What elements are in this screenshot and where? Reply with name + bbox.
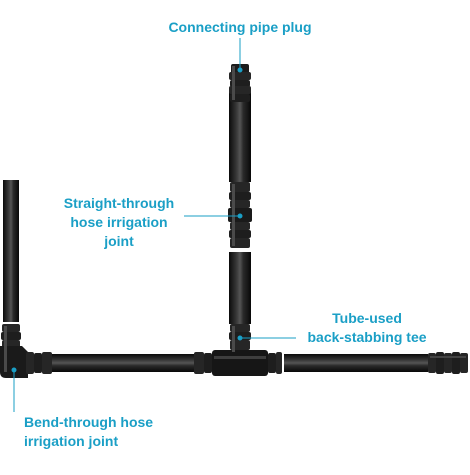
tee-label: Tube-used back-stabbing tee bbox=[296, 309, 438, 347]
straight-joint-label: Straight-through hose irrigation joint bbox=[50, 194, 188, 251]
straight-label-line-3: joint bbox=[104, 233, 134, 249]
pipe-plug-fitting bbox=[229, 64, 251, 102]
plug-leader-dot bbox=[237, 67, 243, 73]
straight-label-line-2: hose irrigation bbox=[70, 214, 168, 230]
straight-leader-dot bbox=[237, 213, 243, 219]
back-stabbing-tee-fitting bbox=[194, 324, 282, 376]
tee-leader-dot bbox=[237, 335, 243, 341]
plug-label-line: Connecting pipe plug bbox=[168, 19, 312, 35]
bend-label-line-1: Bend-through hose bbox=[24, 414, 154, 430]
straight-through-joint-fitting bbox=[228, 182, 252, 248]
left-vertical-pipe bbox=[3, 180, 19, 322]
bend-label-line-2: irrigation joint bbox=[24, 433, 119, 449]
tee-label-line-2: back-stabbing tee bbox=[307, 329, 427, 345]
leader-lines bbox=[11, 38, 296, 412]
plug-label: Connecting pipe plug bbox=[160, 18, 320, 37]
bend-joint-label: Bend-through hose irrigation joint bbox=[24, 413, 184, 451]
horizontal-main-pipe bbox=[52, 354, 428, 372]
tee-label-line-1: Tube-used bbox=[332, 310, 402, 326]
right-end-fitting bbox=[428, 352, 468, 374]
straight-label-line-1: Straight-through bbox=[63, 195, 175, 211]
bend-leader-dot bbox=[11, 367, 17, 373]
vertical-main-pipe bbox=[229, 92, 251, 324]
bend-through-joint-fitting bbox=[0, 324, 52, 378]
